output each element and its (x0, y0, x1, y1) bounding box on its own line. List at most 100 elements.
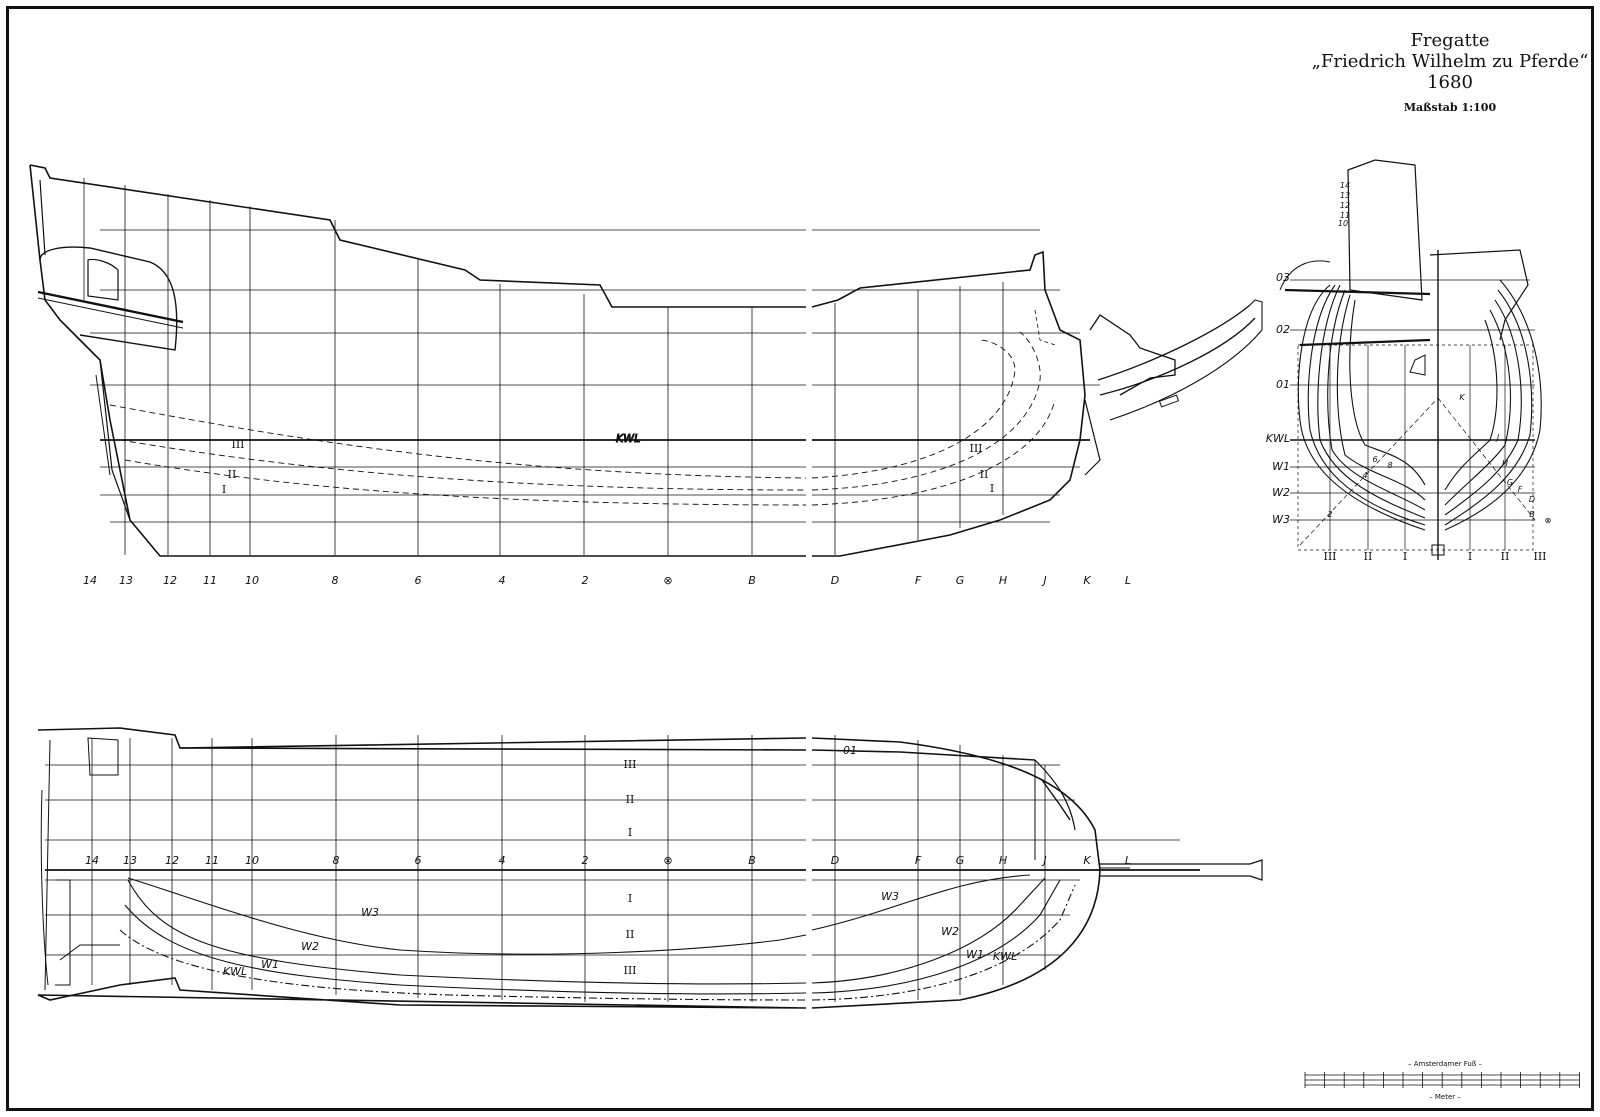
body-plan-fore-station-label: J (1495, 433, 1500, 442)
profile-station-label: H (999, 574, 1007, 587)
half-breadth-station-label: 8 (333, 854, 340, 867)
profile-buttock-label: I (222, 483, 226, 496)
profile-station-label: 10 (245, 574, 259, 587)
body-plan-fore-station-label: H (1502, 459, 1508, 468)
body-plan-waterline-label: KWL (1266, 432, 1290, 445)
half-breadth-station-label: K (1083, 854, 1091, 867)
half-breadth-waterline-label: KWL (993, 950, 1017, 963)
profile-station-label: 2 (582, 574, 589, 587)
half-breadth-station-label: ⊗ (663, 854, 672, 867)
body-plan-buttock-label: III (1533, 550, 1546, 563)
half-breadth-buttock-label: I (628, 892, 632, 905)
profile-station-label: 11 (203, 574, 217, 587)
half-breadth-station-label: 10 (245, 854, 259, 867)
half-breadth-waterline-label: W2 (941, 925, 959, 938)
body-plan-after-station-label: 14 (1340, 181, 1350, 190)
profile-station-label: 13 (119, 574, 133, 587)
body-plan-after-station-label: 6 (1372, 455, 1377, 464)
body-plan-buttock-label: III (1323, 550, 1336, 563)
body-plan-fore-station-label: G (1507, 478, 1513, 487)
profile-station-label: F (915, 574, 922, 587)
body-plan-buttock-label: II (1364, 550, 1373, 563)
body-plan-waterline-label: 03 (1276, 271, 1290, 284)
scale-bar-feet-label: – Amsterdamer Fuß – (1408, 1060, 1482, 1068)
body-plan-fore-station-label: ⊗ (1545, 516, 1552, 525)
half-breadth-waterline-label: W3 (881, 890, 899, 903)
body-plan-after-station-label: 13 (1340, 191, 1350, 200)
half-breadth-waterline-label: W1 (966, 948, 984, 961)
body-plan-after-station-label: 8 (1387, 461, 1392, 470)
half-breadth-waterline-label: W1 (261, 958, 279, 971)
profile-station-label: J (1041, 574, 1046, 587)
body-plan-waterline-label: W1 (1272, 460, 1290, 473)
half-breadth-station-label: G (956, 854, 965, 867)
profile-station-label: D (831, 574, 839, 587)
title-ship-name: „Friedrich Wilhelm zu Pferde“ (1311, 51, 1589, 72)
half-breadth-waterline-label: KWL (223, 965, 247, 978)
body-plan-after-station-label: 2 (1327, 510, 1332, 519)
scale-bar: – Amsterdamer Fuß – – Meter – (1304, 1060, 1580, 1101)
profile-waterlines (90, 229, 1100, 523)
profile-station-label: 14 (83, 574, 97, 587)
title-year: 1680 (1427, 72, 1473, 93)
body-plan-buttock-label: II (1501, 550, 1510, 563)
half-breadth-waterline-label: W2 (301, 940, 319, 953)
half-breadth-station-label: D (831, 854, 839, 867)
body-plan-after-station-label: 10 (1338, 219, 1348, 228)
profile-stations (83, 178, 1004, 555)
profile-station-label: B (748, 574, 756, 587)
body-plan-buttock-label: I (1403, 550, 1407, 563)
half-breadth-station-label: 12 (165, 854, 179, 867)
body-plan-fore-station-label: B (1529, 510, 1535, 519)
profile-hull-outline (29, 164, 1086, 557)
profile-buttock-lines (109, 331, 1056, 506)
profile-station-label: ⊗ (663, 574, 672, 587)
body-plan-after-station-label: 4 (1362, 471, 1367, 480)
half-breadth-waterline-label: 01 (843, 744, 857, 757)
body-plan-fore-station-label: F (1518, 485, 1523, 494)
body-plan-after-station-label: 12 (1340, 201, 1350, 210)
scale-bar-meter-label: – Meter – (1429, 1093, 1461, 1101)
half-breadth-buttock-label: III (623, 758, 636, 771)
title-block: Fregatte „Friedrich Wilhelm zu Pferde“ 1… (1300, 30, 1600, 114)
body-plan-fore-station-label: D (1529, 495, 1535, 504)
half-breadth-station-label: B (748, 854, 756, 867)
profile-station-label: 12 (163, 574, 177, 587)
profile-buttock-label: III (231, 438, 244, 451)
half-breadth-station-label: 2 (582, 854, 589, 867)
profile-kwl-label: KWL (616, 432, 640, 445)
profile-station-label: 6 (415, 574, 422, 587)
half-breadth-station-label: 4 (499, 854, 506, 867)
body-plan-waterline-label: W2 (1272, 486, 1290, 499)
body-plan-waterline-label: W3 (1272, 513, 1290, 526)
body-plan-waterline-label: 02 (1276, 323, 1290, 336)
body-plan-after-station-label: 11 (1340, 211, 1350, 220)
profile-buttock-label: I (990, 482, 994, 495)
drawing-frame (6, 6, 1594, 1111)
profile-station-label: L (1125, 574, 1131, 587)
half-breadth-station-label: J (1041, 854, 1046, 867)
profile-station-label: G (956, 574, 965, 587)
half-breadth-buttock-label: III (623, 964, 636, 977)
profile-buttock-label: II (228, 468, 237, 481)
profile-station-label: 8 (332, 574, 339, 587)
profile-buttock-label: II (980, 468, 989, 481)
profile-buttock-label: III (969, 442, 982, 455)
body-plan-waterline-label: 01 (1276, 378, 1290, 391)
title-scale: Maßstab 1:100 (1403, 101, 1497, 114)
half-breadth-station-label: L (1125, 854, 1131, 867)
half-breadth-station-label: 13 (123, 854, 137, 867)
body-plan-fore-station-label: K (1459, 393, 1465, 402)
half-breadth-waterline-label: W3 (361, 906, 379, 919)
